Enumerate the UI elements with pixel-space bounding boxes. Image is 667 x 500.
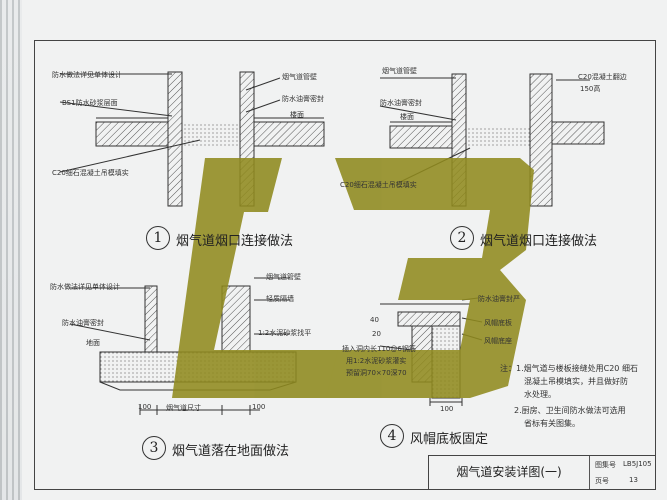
detail-2-number: 2 <box>450 226 474 250</box>
detail-4-label: 用1:2水泥砂浆灌实 <box>346 357 407 365</box>
atlas-number: LB5J105 <box>623 460 652 468</box>
detail-4-label: 插入洞内长110@6钢筋 <box>342 345 416 353</box>
detail-4-dim: 20 <box>372 330 381 338</box>
note-line: 省标有关图集。 <box>524 419 580 428</box>
detail-3-label: 防水做法详见单体设计 <box>50 283 120 291</box>
detail-2-label: 楼面 <box>400 113 414 121</box>
note-line: 2.厨房、卫生间防水做法可选用 <box>514 406 626 415</box>
detail-2-label: 烟气道管壁 <box>382 67 417 75</box>
detail-3-label: 轻质隔墙 <box>266 295 294 303</box>
detail-3-label: 烟气道尺寸 <box>166 404 201 412</box>
title-block: 烟气道安装详图(一) 图集号 LB5J105 页号 13 <box>428 455 656 490</box>
book-binding <box>0 0 22 500</box>
detail-3-label: 烟气道管壁 <box>266 273 301 281</box>
detail-3-label: 防水油膏密封 <box>62 319 104 327</box>
detail-3-dim: 100 <box>138 403 152 411</box>
detail-2-label: 150高 <box>580 85 601 93</box>
detail-2-label: 防水油膏密封 <box>380 99 422 107</box>
detail-3-label: 1:2水泥砂浆找平 <box>258 329 312 337</box>
atlas-label: 图集号 <box>595 461 616 469</box>
page-number: 13 <box>629 476 638 484</box>
detail-1-label: BS1防水砂浆层面 <box>62 99 118 107</box>
note-line: 注：1.烟气道与楼板接缝处用C20 细石 <box>500 364 638 373</box>
detail-3-title: 烟气道落在地面做法 <box>172 444 290 459</box>
drawing-frame <box>34 40 656 490</box>
lb-watermark-logo <box>172 158 534 398</box>
detail-1-label: 防水油膏密封 <box>282 95 324 103</box>
detail-3-label: 地面 <box>86 339 100 347</box>
detail-2-label: C20细石混凝土吊模填实 <box>340 181 417 189</box>
detail-1-label: C20细石混凝土吊模填实 <box>52 169 129 177</box>
detail-3-number: 3 <box>142 436 166 460</box>
detail-4-number: 4 <box>380 424 404 448</box>
detail-1-label: 楼面 <box>290 111 304 119</box>
detail-3-dim: 100 <box>252 403 266 411</box>
detail-1-label: 烟气道管壁 <box>282 73 317 81</box>
page-label: 页号 <box>595 477 609 485</box>
detail-1-number: 1 <box>146 226 170 250</box>
detail-4-label: 风帽底板 <box>484 319 512 327</box>
drawing-title: 烟气道安装详图(一) <box>429 456 590 489</box>
detail-1-title: 烟气道烟口连接做法 <box>176 234 294 249</box>
detail-4-label: 预留洞70×70深70 <box>346 369 407 377</box>
detail-2-label: C20混凝土翻边 <box>578 73 627 81</box>
detail-1-label: 防水做法详见单体设计 <box>52 71 122 79</box>
detail-4-label: 防水油膏封严 <box>478 295 520 303</box>
detail-2-title: 烟气道烟口连接做法 <box>480 234 598 249</box>
drawing-sheet <box>22 0 667 500</box>
detail-4-dim: 100 <box>440 405 454 413</box>
detail-4-title: 风帽底板固定 <box>410 432 489 447</box>
detail-1-drawing <box>59 71 325 207</box>
detail-4-dim: 40 <box>370 316 379 324</box>
note-line: 水处理。 <box>524 390 556 399</box>
detail-4-label: 风帽底座 <box>484 337 512 345</box>
note-line: 混凝土吊模填实，并且做好防 <box>524 377 628 386</box>
